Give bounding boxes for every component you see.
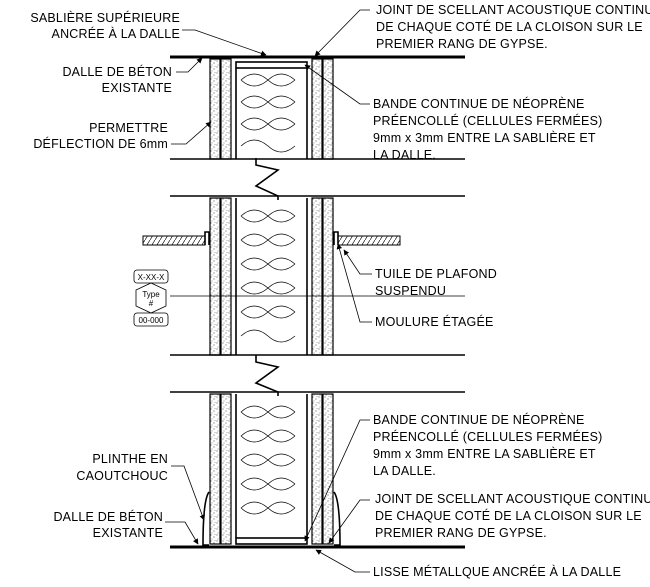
break-symbol-top	[254, 158, 280, 200]
label-baseboard-2: CAOUTCHOUC	[76, 469, 168, 483]
wall-middle-segment	[142, 195, 465, 356]
wall-top-segment	[170, 58, 465, 160]
break-symbol-bottom	[254, 355, 280, 396]
label-bottom-slab-1: DALLE DE BÉTON	[53, 509, 163, 524]
label-top-sealant-3: PREMIER RANG DE GYPSE.	[376, 37, 548, 51]
label-top-slab-1: DALLE DE BÉTON	[62, 64, 172, 79]
label-bottom-neoprene-2: PRÉENCOLLÉ (CELLULES FERMÉES)	[373, 429, 602, 444]
tag-top: X-XX-X	[138, 273, 165, 282]
label-bottom-slab-2: EXISTANTE	[93, 526, 163, 540]
tag-number: #	[149, 299, 154, 308]
label-top-plate-1: SABLIÈRE SUPÉRIEURE	[30, 10, 180, 25]
label-top-neoprene-3: 9mm x 3mm ENTRE LA SABLIÈRE ET	[373, 130, 596, 145]
label-molding: MOULURE ÉTAGÉE	[375, 314, 494, 329]
label-bottom-sealant-1: JOINT DE SCELLANT ACOUSTIQUE CONTINU	[375, 492, 650, 506]
wall-type-tag: X-XX-X Type # 00-000	[133, 269, 169, 327]
label-ceiling-tile-2: SUSPENDU	[375, 284, 446, 298]
tag-bottom: 00-000	[139, 316, 164, 325]
label-top-sealant-2: DE CHAQUE COTÉ DE LA CLOISON SUR LE	[376, 19, 643, 34]
label-ceiling-tile-1: TUILE DE PLAFOND	[375, 267, 497, 281]
label-top-neoprene-1: BANDE CONTINUE DE NÉOPRÈNE	[373, 96, 584, 111]
label-bottom-neoprene-3: 9mm x 3mm ENTRE LA SABLIÈRE ET	[373, 446, 596, 461]
label-top-slab-2: EXISTANTE	[102, 81, 172, 95]
leader-lines	[165, 9, 372, 573]
label-bottom-sealant-2: DE CHAQUE COTÉ DE LA CLOISON SUR LE	[375, 508, 642, 523]
label-deflection-1: PERMETTRE	[89, 121, 168, 135]
label-bottom-neoprene-1: BANDE CONTINUE DE NÉOPRÈNE	[373, 412, 584, 427]
tag-type: Type	[142, 290, 160, 299]
wall-bottom-segment	[170, 391, 465, 546]
label-top-sealant-1: JOINT DE SCELLANT ACOUSTIQUE CONTINU	[376, 3, 650, 17]
label-top-neoprene-4: LA DALLE.	[373, 148, 436, 162]
label-bottom-sealant-3: PREMIER RANG DE GYPSE.	[375, 526, 547, 540]
label-baseboard-1: PLINTHE EN	[92, 452, 168, 466]
label-bottom-track: LISSE MÉTALLQUE ANCRÉE À LA DALLE	[373, 564, 621, 579]
label-top-plate-2: ANCRÉE À LA DALLE	[52, 26, 180, 41]
label-deflection-2: DÉFLECTION DE 6mm	[33, 136, 168, 151]
label-top-neoprene-2: PRÉENCOLLÉ (CELLULES FERMÉES)	[373, 113, 602, 128]
label-bottom-neoprene-4: LA DALLE.	[373, 464, 436, 478]
